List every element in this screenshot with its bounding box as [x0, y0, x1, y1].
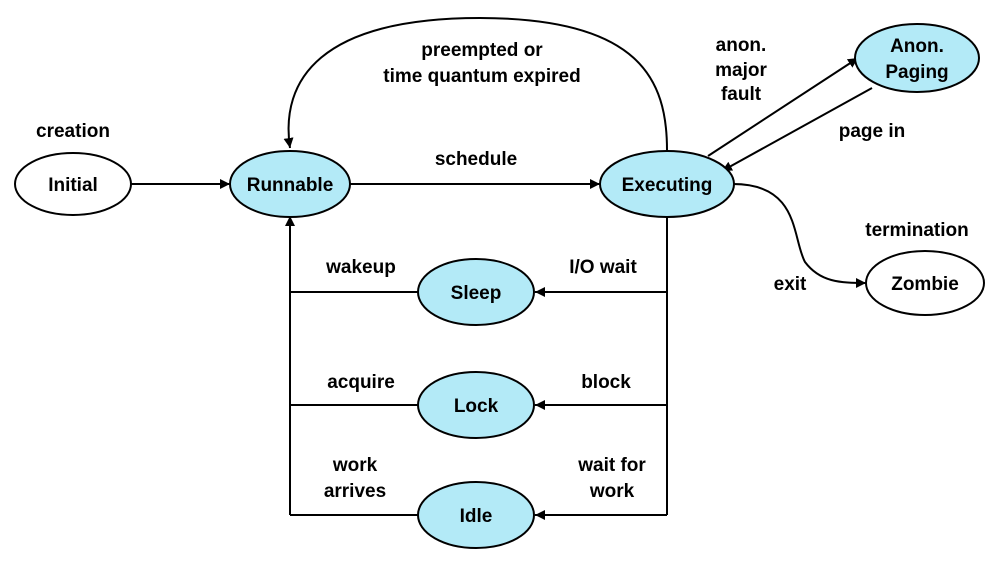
node-initial: Initial — [14, 152, 132, 216]
label-acquire: acquire — [327, 372, 395, 393]
edge-anon-paging-to-executing — [721, 87, 873, 172]
lock-ellipse — [417, 371, 535, 439]
label-work-arrives-line2: arrives — [324, 481, 386, 502]
label-io-wait: I/O wait — [569, 257, 637, 278]
label-creation: creation — [36, 121, 110, 142]
sleep-ellipse — [417, 258, 535, 326]
runnable-label: Runnable — [247, 175, 334, 196]
executing-label: Executing — [622, 175, 713, 196]
node-lock: Lock — [417, 371, 535, 439]
label-preempted-line2: time quantum expired — [383, 66, 580, 87]
node-sleep: Sleep — [417, 258, 535, 326]
label-exit: exit — [774, 274, 807, 295]
initial-label: Initial — [48, 175, 98, 196]
initial-ellipse — [14, 152, 132, 216]
node-runnable: Runnable — [229, 150, 351, 218]
label-anon-major-fault-line2: major — [715, 60, 767, 81]
label-wait-for-work-line1: wait for — [577, 455, 646, 476]
edge-preempted-curve — [283, 16, 668, 151]
zombie-label: Zombie — [891, 274, 959, 295]
label-wait-for-work-line2: work — [589, 481, 635, 502]
node-zombie: Zombie — [865, 250, 985, 316]
anon-paging-label-line2: Paging — [885, 62, 948, 83]
label-termination: termination — [865, 220, 968, 241]
label-preempted-line1: preempted or — [421, 40, 543, 61]
edge-executing-to-zombie — [732, 183, 867, 288]
label-anon-major-fault-line3: fault — [721, 84, 762, 105]
label-wakeup: wakeup — [325, 257, 396, 278]
sleep-label: Sleep — [451, 283, 502, 304]
node-idle: Idle — [417, 481, 535, 549]
node-anon-paging: Anon. Paging — [854, 23, 980, 93]
anon-paging-ellipse — [854, 23, 980, 93]
edge-executing-to-anon-paging — [707, 57, 859, 157]
idle-ellipse — [417, 481, 535, 549]
edges — [131, 16, 873, 520]
anon-paging-label-line1: Anon. — [890, 36, 944, 57]
zombie-ellipse — [865, 250, 985, 316]
runnable-ellipse — [229, 150, 351, 218]
label-block: block — [581, 372, 631, 393]
label-anon-major-fault-line1: anon. — [716, 35, 767, 56]
label-page-in: page in — [839, 121, 906, 142]
lock-label: Lock — [454, 396, 499, 417]
edge-labels: creation schedule preempted or time quan… — [36, 35, 969, 502]
node-executing: Executing — [599, 150, 735, 218]
idle-label: Idle — [460, 506, 493, 527]
label-work-arrives-line1: work — [332, 455, 378, 476]
label-schedule: schedule — [435, 149, 517, 170]
executing-ellipse — [599, 150, 735, 218]
